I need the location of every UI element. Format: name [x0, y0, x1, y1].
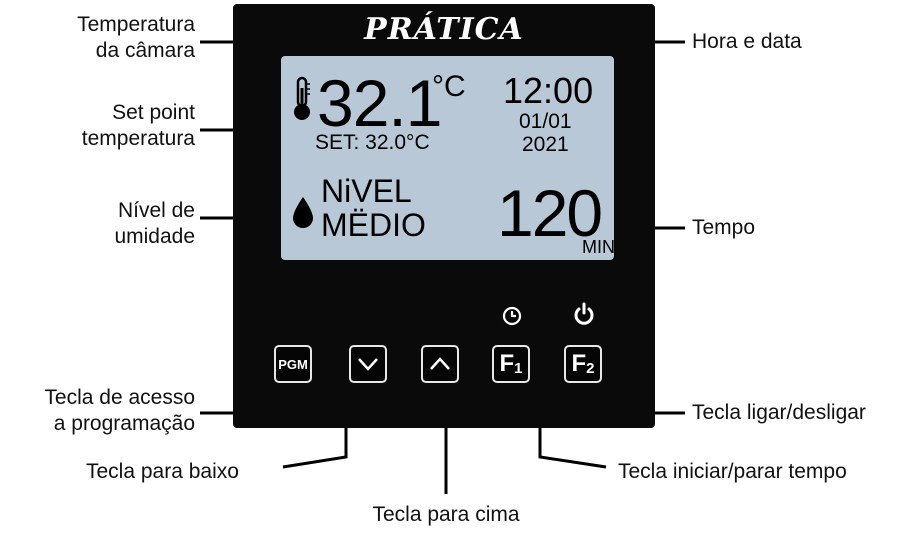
label-timer: Tempo: [692, 216, 756, 239]
f2-key-label: F: [571, 350, 587, 377]
label-power-key: Tecla ligar/desligar: [692, 401, 866, 424]
timer-value: 120: [497, 176, 603, 250]
setpoint-value: SET: 32.0°C: [315, 131, 430, 154]
label-humidity: Nível de umidade: [114, 199, 195, 248]
label-time-date: Hora e data: [692, 30, 802, 53]
clock-year: 2021: [522, 133, 569, 156]
brand-logo: PRÁTICA: [364, 12, 524, 47]
chevron-down-icon: [358, 358, 378, 371]
label-timer-key: Tecla iniciar/parar tempo: [618, 460, 847, 483]
temperature-unit: °C: [432, 70, 466, 103]
thermometer-icon: [294, 76, 310, 120]
clock-date: 01/01: [519, 110, 572, 133]
label-program-key: Tecla de acesso a programação: [44, 386, 195, 435]
label-chamber-temp: Temperatura da câmara: [77, 13, 195, 62]
drop-icon: [293, 197, 313, 228]
controller-panel: PRÁTICA 32.1 °C SET: 32.0°C 12:00 01/01 …: [233, 4, 655, 428]
power-icon: [574, 302, 594, 325]
chevron-up-icon: [430, 357, 450, 370]
pgm-key[interactable]: PGM: [274, 345, 312, 383]
up-key[interactable]: [421, 345, 459, 383]
label-down-key: Tecla para baixo: [86, 460, 239, 483]
clock-icon: [502, 306, 522, 326]
chamber-temperature-value: 32.1: [317, 66, 442, 140]
down-key[interactable]: [349, 345, 387, 383]
label-setpoint-temp: Set point temperatura: [81, 101, 195, 150]
f1-key-label: F: [499, 350, 515, 377]
pgm-key-label: PGM: [278, 356, 308, 372]
timer-unit: MIN: [582, 237, 615, 257]
f1-key-sub: 1: [514, 359, 523, 377]
humidity-level-line2: MËDIO: [321, 207, 426, 243]
label-up-key: Tecla para cima: [372, 503, 520, 526]
lcd-display: 32.1 °C SET: 32.0°C 12:00 01/01 2021 NiV…: [281, 56, 615, 260]
clock-time: 12:00: [503, 70, 594, 111]
humidity-level-line1: NiVEL: [321, 173, 412, 209]
f2-key-sub: 2: [586, 359, 595, 377]
